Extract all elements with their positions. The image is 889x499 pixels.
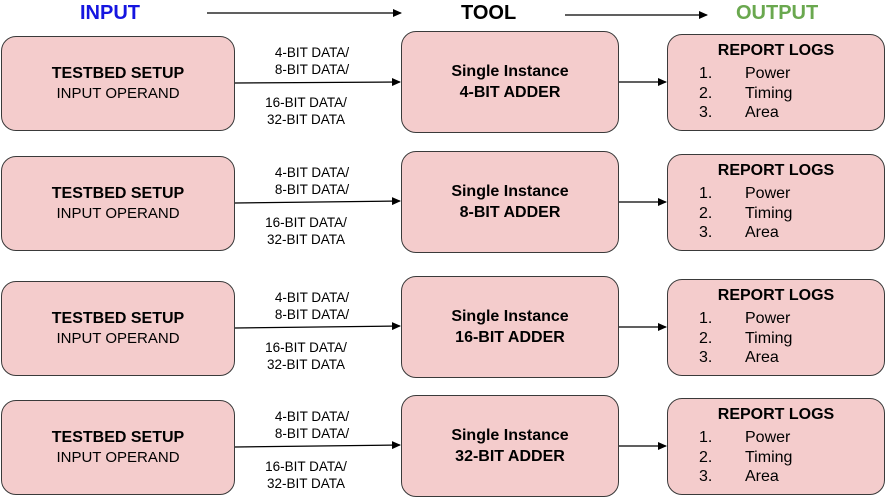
data-width-label-top: 4-BIT DATA/ 8-BIT DATA/ [254,408,370,442]
data-width-line: 8-BIT DATA/ [274,62,350,77]
adder-tool-box: Single Instance 32-BIT ADDER [401,395,619,497]
report-logs-box: REPORT LOGS 1.Power 2.Timing 3.Area [667,154,885,251]
output-column-header: OUTPUT [736,2,819,24]
data-arrow-1 [234,78,401,87]
data-width-line: 8-BIT DATA/ [274,182,350,197]
data-width-line: 32-BIT DATA [266,476,346,491]
report-logs-title: REPORT LOGS [717,162,835,179]
data-width-line: 16-BIT DATA/ [265,459,347,474]
data-width-line: 8-BIT DATA/ [274,307,350,322]
tool-instance-label: Single Instance [451,183,569,200]
tool-instance-label: Single Instance [451,63,569,80]
testbed-setup-title: TESTBED SETUP [51,65,185,82]
data-width-line: 32-BIT DATA [266,112,346,127]
data-width-line: 32-BIT DATA [266,232,346,247]
adder-tool-box: Single Instance 4-BIT ADDER [401,31,619,133]
input-column-header: INPUT [80,2,140,24]
data-width-line: 4-BIT DATA/ [274,409,350,424]
data-width-line: 4-BIT DATA/ [274,290,350,305]
data-width-label-bottom: 16-BIT DATA/ 32-BIT DATA [248,458,364,492]
report-logs-title: REPORT LOGS [717,42,835,59]
input-operand-label: INPUT OPERAND [56,449,180,466]
data-width-label-bottom: 16-BIT DATA/ 32-BIT DATA [248,339,364,373]
testbed-setup-box: TESTBED SETUP INPUT OPERAND [1,400,235,495]
report-logs-box: REPORT LOGS 1.Power 2.Timing 3.Area [667,34,885,131]
tool-adder-label: 8-BIT ADDER [459,204,561,221]
data-width-line: 32-BIT DATA [266,357,346,372]
input-operand-label: INPUT OPERAND [56,205,180,222]
adder-tool-box: Single Instance 8-BIT ADDER [401,151,619,253]
data-width-line: 8-BIT DATA/ [274,426,350,441]
testbed-setup-box: TESTBED SETUP INPUT OPERAND [1,281,235,376]
report-logs-box: REPORT LOGS 1.Power 2.Timing 3.Area [667,398,885,495]
data-width-line: 4-BIT DATA/ [274,165,350,180]
testbed-setup-box: TESTBED SETUP INPUT OPERAND [1,36,235,131]
data-width-label-top: 4-BIT DATA/ 8-BIT DATA/ [254,44,370,78]
tool-adder-label: 4-BIT ADDER [459,84,561,101]
tool-instance-label: Single Instance [451,427,569,444]
input-operand-label: INPUT OPERAND [56,330,180,347]
data-arrow-4 [234,441,401,450]
data-width-line: 4-BIT DATA/ [274,45,350,60]
testbed-setup-title: TESTBED SETUP [51,185,185,202]
data-width-label-top: 4-BIT DATA/ 8-BIT DATA/ [254,289,370,323]
data-width-label-top: 4-BIT DATA/ 8-BIT DATA/ [254,164,370,198]
data-arrow-3 [234,322,401,331]
report-logs-title: REPORT LOGS [717,287,835,304]
report-logs-box: REPORT LOGS 1.Power 2.Timing 3.Area [667,279,885,376]
data-width-label-bottom: 16-BIT DATA/ 32-BIT DATA [248,94,364,128]
data-width-line: 16-BIT DATA/ [265,340,347,355]
data-width-line: 16-BIT DATA/ [265,95,347,110]
data-arrow-2 [234,197,401,206]
tool-adder-label: 32-BIT ADDER [455,448,565,465]
data-width-line: 16-BIT DATA/ [265,215,347,230]
data-width-label-bottom: 16-BIT DATA/ 32-BIT DATA [248,214,364,248]
testbed-setup-title: TESTBED SETUP [51,429,185,446]
testbed-setup-title: TESTBED SETUP [51,310,185,327]
input-operand-label: INPUT OPERAND [56,85,180,102]
tool-adder-label: 16-BIT ADDER [455,329,565,346]
tool-instance-label: Single Instance [451,308,569,325]
tool-column-header: TOOL [461,2,517,24]
report-logs-title: REPORT LOGS [717,406,835,423]
adder-tool-box: Single Instance 16-BIT ADDER [401,276,619,378]
testbed-setup-box: TESTBED SETUP INPUT OPERAND [1,156,235,251]
